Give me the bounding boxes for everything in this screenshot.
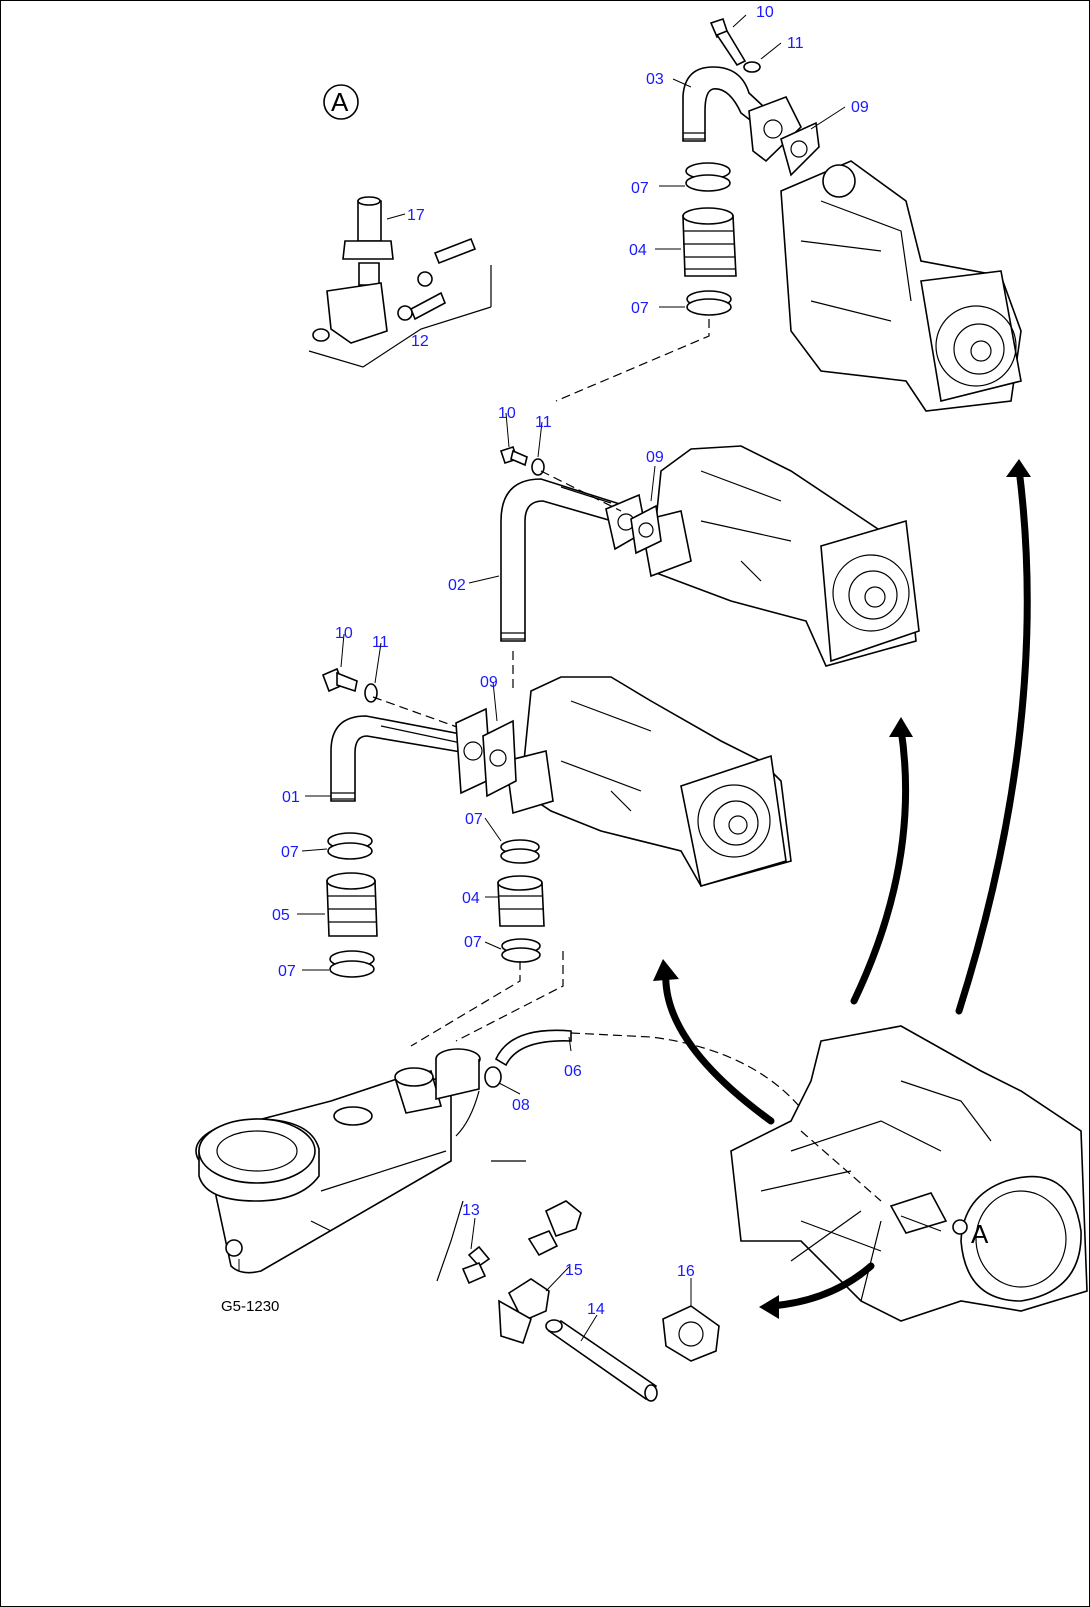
bolt-mid-10 [499,445,528,467]
callout-07-a: 07 [631,180,649,197]
callout-11-mid: 11 [535,414,552,431]
leader-dash-2 [455,951,564,1042]
gasket-low-09 [482,719,517,798]
callout-09-top: 09 [851,99,869,116]
gasket-top-09 [780,121,820,177]
callout-05: 05 [272,907,290,924]
callout-11-top: 11 [787,35,804,52]
callout-07-e: 07 [278,963,296,980]
hydraulic-motor-mid [640,445,920,667]
washer-top-11 [743,61,761,73]
detail-a-marker: A [323,84,359,120]
callout-10-mid: 10 [498,405,516,422]
flow-arrows [653,459,1031,1319]
callout-07-f: 07 [464,934,482,951]
callout-09-low: 09 [480,674,498,691]
hydraulic-motor-low [505,676,792,888]
leader-top-dash [555,319,710,402]
callout-14: 14 [587,1301,605,1318]
fitting-15 [498,1278,550,1345]
callout-08: 08 [512,1097,530,1114]
leader-lines [238,14,846,1342]
arrow-to-top-motor [955,465,1031,1015]
washer-low-11 [364,683,378,703]
callout-03: 03 [646,71,664,88]
sensor-16 [662,1305,720,1362]
detail-a-assembly [308,196,492,368]
callout-16: 16 [677,1263,695,1280]
clamp-07e [329,950,375,978]
clamp-07d [500,839,540,864]
callout-07-b: 07 [631,300,649,317]
detail-a-dash [800,1130,882,1202]
hydraulic-motor-top [780,160,1022,412]
arrow-to-tank [767,1262,875,1310]
hose-04-low [497,875,545,927]
callout-11-low: 11 [372,634,389,651]
callout-01: 01 [282,789,300,806]
clamp-07f [501,938,541,963]
callout-09-mid: 09 [646,449,664,466]
machine-assembly: A [730,1025,1088,1322]
clamp-07c [327,832,373,860]
clip-08 [484,1066,502,1088]
arrow-to-mid-motor [850,725,910,1005]
callout-02: 02 [448,577,466,594]
pipe-01 [330,715,472,802]
callout-15: 15 [565,1262,583,1279]
clamp-top-07b [686,290,732,316]
callout-17: 17 [407,207,425,224]
callout-13: 13 [462,1202,480,1219]
bolt-low-axis [372,696,458,728]
clamp-top-07a [685,162,731,192]
leader-dash-1 [410,961,521,1047]
gasket-mid-09 [630,504,662,555]
callout-07-c: 07 [465,811,483,828]
callouts: 10 11 03 09 07 04 07 17 12 10 11 09 02 1… [272,4,869,1318]
figure-reference: G5-1230 [221,1298,279,1315]
callout-04-low: 04 [462,890,480,907]
callout-12: 12 [411,333,429,350]
callout-07-d: 07 [281,844,299,861]
bracket-13 [436,1160,582,1285]
callout-10-low: 10 [335,625,353,642]
bolt-top-10 [709,17,747,67]
washer-mid-11 [531,458,545,476]
hose-top-04 [682,207,737,277]
detail-a-letter: A [331,87,349,117]
callout-06: 06 [564,1063,582,1080]
hose-route-dash [570,1032,812,1122]
bolt-mid-axis [540,470,622,512]
detail-a-pointer-label: A [971,1219,989,1249]
tube-14 [545,1319,658,1402]
tank-housing [195,1048,481,1274]
bolt-low-10 [321,667,358,693]
callout-10-top: 10 [756,4,774,21]
hose-05 [326,872,378,937]
callout-04-top: 04 [629,242,647,259]
arrow-to-low-motor [662,967,775,1125]
hose-06 [455,1029,572,1137]
